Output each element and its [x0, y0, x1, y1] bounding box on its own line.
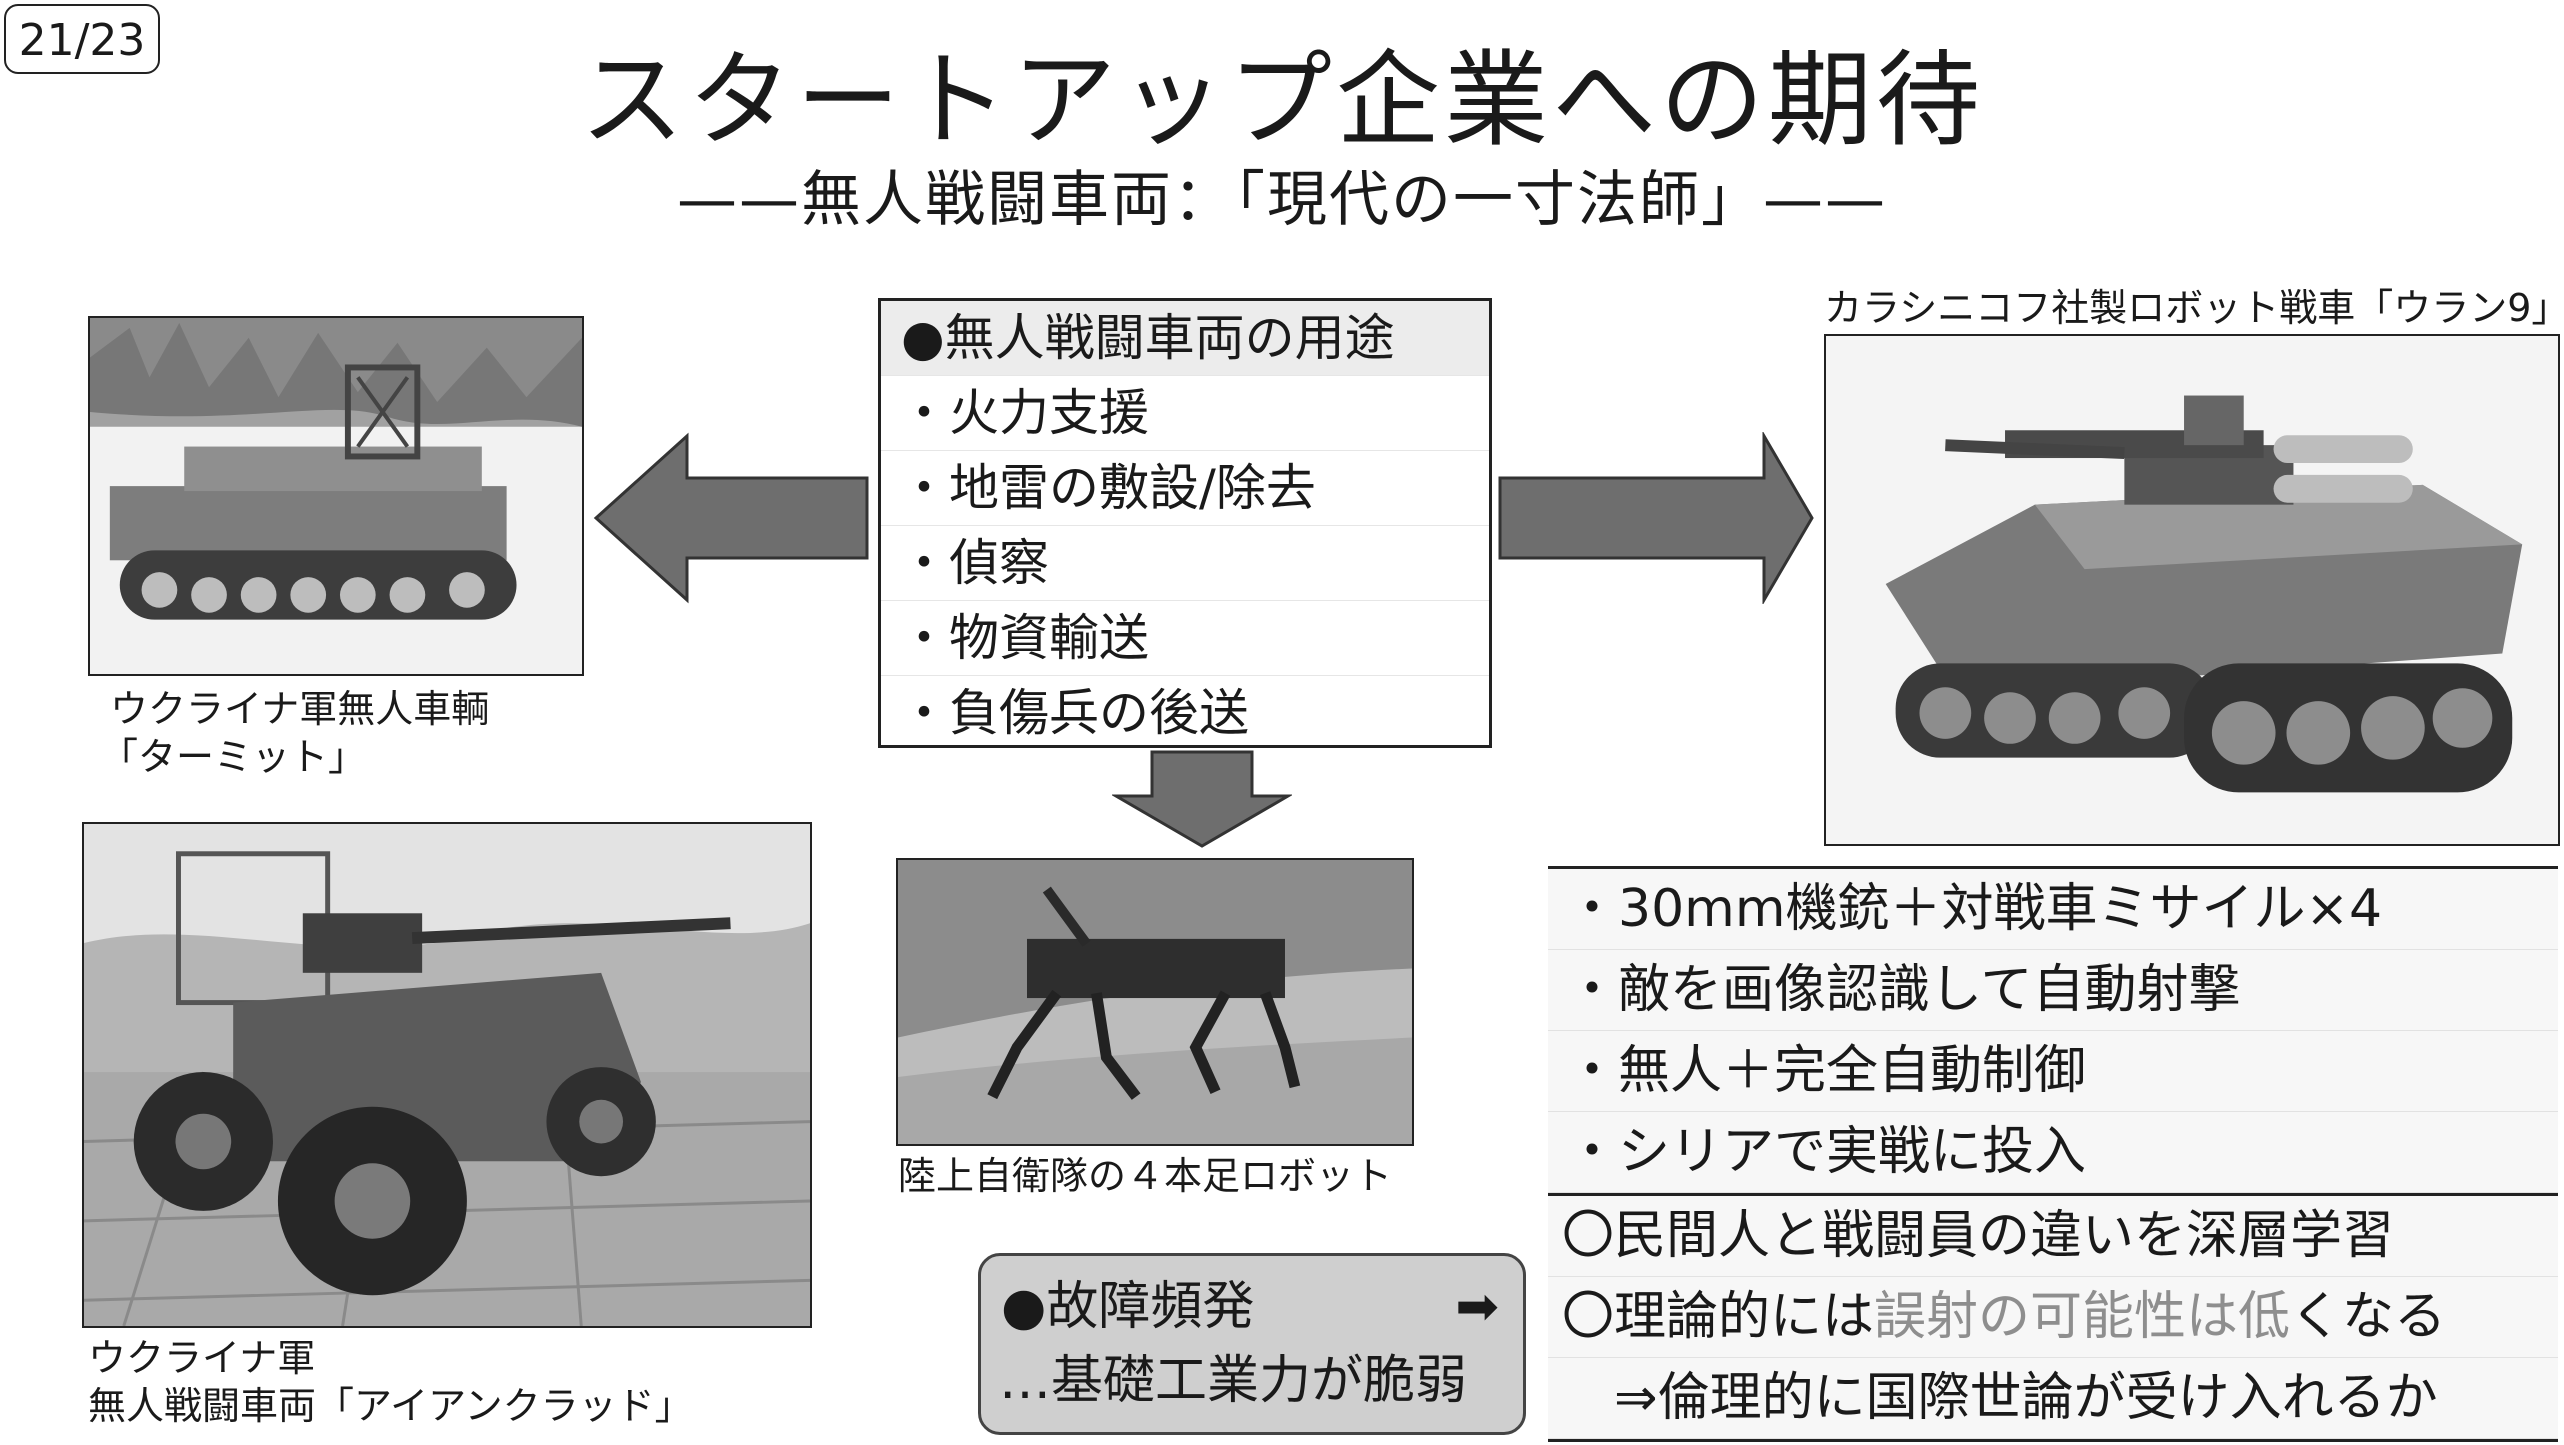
uran9-photo	[1824, 334, 2560, 846]
page-title: スタートアップ企業への期待	[579, 39, 1984, 161]
quadruped-caption: 陸上自衛隊の４本足ロボット	[898, 1154, 1393, 1198]
issue-detail: …基礎工業力が脆弱	[999, 1351, 1468, 1411]
quadruped-robot-image	[898, 860, 1412, 1144]
usage-item: ・負傷兵の後送	[899, 684, 1249, 742]
termit-caption: ウクライナ軍無人車輌 「ターミット」	[100, 685, 490, 781]
quadruped-photo	[896, 858, 1414, 1146]
usage-item: ・偵察	[881, 526, 1489, 601]
ironclad-caption-line2: 無人戦闘車両「アイアンクラッド」	[88, 1384, 693, 1428]
usage-box: ●無人戦闘車両の用途 ・火力支援 ・地雷の敷設/除去 ・偵察 ・物資輸送 ・負傷…	[878, 298, 1492, 748]
usage-heading: ●無人戦闘車両の用途	[881, 301, 1489, 376]
spec-item: ・敵を画像認識して自動射撃	[1548, 950, 2558, 1031]
spec-mid-rule	[1548, 1193, 2558, 1196]
ironclad-caption: ウクライナ軍 無人戦闘車両「アイアンクラッド」	[88, 1334, 693, 1430]
termit-caption-line1: ウクライナ軍無人車輌	[110, 687, 490, 731]
spec-item: ・30mm機銃＋対戦車ミサイル×4	[1548, 869, 2558, 950]
spec-item: ・無人＋完全自動制御	[1548, 1031, 2558, 1112]
note-misfire-suffix: くなる	[2290, 1287, 2447, 1347]
arrow-down	[1112, 750, 1292, 848]
termit-photo	[88, 316, 584, 676]
note-misfire-muted: 誤射の可能性は低	[1874, 1287, 2291, 1347]
termit-vehicle-image	[90, 318, 582, 674]
note-misfire: 〇理論的には誤射の可能性は低くなる	[1548, 1277, 2558, 1358]
note-deep-learning: 〇民間人と戦闘員の違いを深層学習	[1548, 1196, 2558, 1277]
note-misfire-prefix: 〇理論的には	[1562, 1287, 1875, 1347]
usage-item: ・物資輸送	[881, 601, 1489, 676]
ironclad-photo	[82, 822, 812, 1328]
uran9-caption: カラシニコフ社製ロボット戦車「ウラン9」	[1824, 286, 2564, 330]
uran9-vehicle-image	[1826, 336, 2558, 844]
page-number: 21/23	[4, 4, 160, 74]
note-ethics: ⇒倫理的に国際世論が受け入れるか	[1548, 1358, 2558, 1439]
ironclad-caption-line1: ウクライナ軍	[88, 1336, 316, 1380]
right-arrow-icon: ➡	[1455, 1277, 1499, 1337]
usage-item: ・火力支援	[881, 376, 1489, 451]
arrow-left	[593, 432, 869, 604]
arrow-right	[1498, 432, 1814, 604]
spec-bottom-rule	[1548, 1439, 2558, 1442]
issue-box: ●故障頻発 ➡ …基礎工業力が脆弱	[978, 1253, 1526, 1435]
spec-item: ・シリアで実戦に投入	[1548, 1112, 2558, 1193]
usage-item: ・地雷の敷設/除去	[881, 451, 1489, 526]
ironclad-vehicle-image	[84, 824, 810, 1326]
spec-top-rule	[1548, 866, 2558, 869]
page-subtitle: ——無人戦闘車両：「現代の一寸法師」——	[677, 165, 1887, 235]
issue-heading: ●故障頻発	[1001, 1277, 1255, 1337]
uran9-spec-box: ・30mm機銃＋対戦車ミサイル×4 ・敵を画像認識して自動射撃 ・無人＋完全自動…	[1548, 866, 2558, 1442]
termit-caption-line2: 「ターミット」	[100, 735, 367, 779]
